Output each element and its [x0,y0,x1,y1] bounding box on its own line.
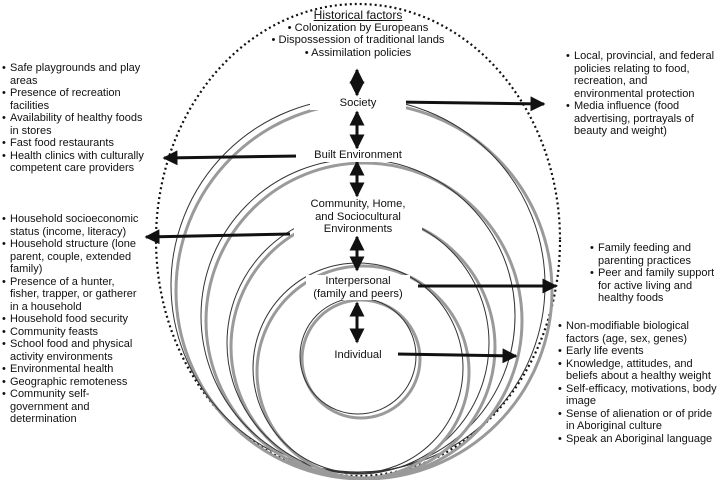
level-community: Community, Home, and Sociocultural Envir… [294,198,422,236]
list-item: Community feasts [2,326,142,339]
arrow-built-list [162,150,301,166]
community-circle [226,211,497,480]
arrow-community-list [144,229,291,245]
society-factors-list: Local, provincial, and federal policies … [566,50,718,138]
list-item: Geographic remoteness [2,376,142,389]
historical-block: Historical factors • Colonization by Eur… [240,9,476,59]
list-item: Speak an Aboriginal language [558,433,718,446]
list-item: Presence of a hunter, fisher, trapper, o… [2,276,142,314]
level-society: Society [310,97,406,110]
list-item: School food and physical activity enviro… [2,338,142,363]
interpersonal-factors-list: Family feeding and parenting practices P… [590,242,718,305]
list-item: Peer and family support for active livin… [590,267,718,305]
historical-item: • Colonization by Europeans [287,21,429,34]
individual-factors-list: Non-modifiable biological factors (age, … [558,320,718,445]
level-interpersonal: Interpersonal (family and peers) [306,275,410,301]
historical-item: • Dispossession of traditional lands [271,34,445,47]
built-environment-factors-list: Safe playgrounds and play areas Presence… [2,62,152,175]
arrow-individual-list [395,348,518,364]
list-item: Safe playgrounds and play areas [2,62,152,87]
list-item: Household structure (lone parent, couple… [2,238,142,276]
list-item: Household socioeconomic status (income, … [2,213,142,238]
list-item: Presence of recreation facilities [2,87,152,112]
community-factors-list: Household socioeconomic status (income, … [2,213,142,426]
historical-title: Historical factors [313,8,403,22]
list-item: Knowledge, attitudes, and beliefs about … [558,358,718,383]
list-item: Sense of alienation or of pride in Abori… [558,408,718,433]
list-item: Non-modifiable biological factors (age, … [558,320,718,345]
list-item: Media influence (food advertising, portr… [566,100,718,138]
list-item: Early life events [558,345,718,358]
list-item: Local, provincial, and federal policies … [566,50,718,100]
list-item: Availability of healthy foods in stores [2,112,152,137]
list-item: Health clinics with culturally competent… [2,150,152,175]
list-item: Community self-government and determinat… [2,388,142,426]
list-item: Family feeding and parenting practices [590,242,718,267]
arrow-society-list [394,96,546,112]
level-individual: Individual [318,349,398,362]
historical-item: • Assimilation policies [304,46,412,59]
list-item: Environmental health [2,363,142,376]
level-built-environment: Built Environment [296,149,420,162]
list-item: Fast food restaurants [2,137,152,150]
historical-circle [154,2,562,478]
list-item: Self-efficacy, motivations, body image [558,383,718,408]
list-item: Household food security [2,313,142,326]
